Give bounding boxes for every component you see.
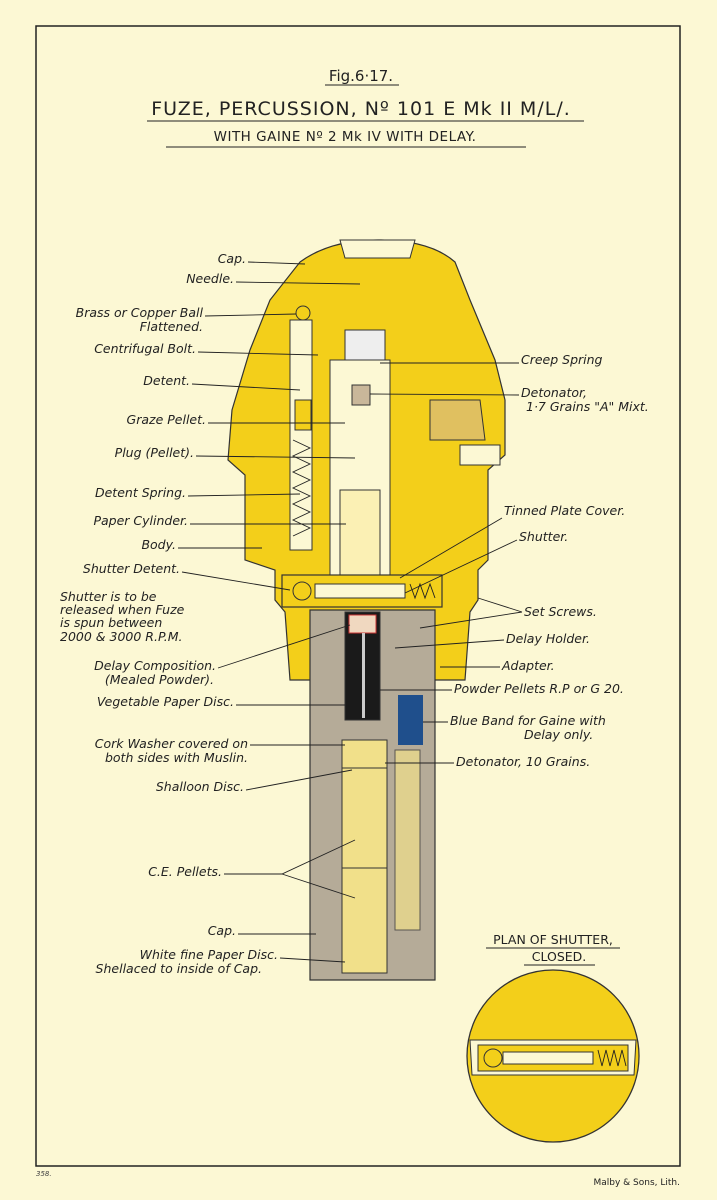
label-shutter: Shutter. (519, 529, 568, 544)
label-vegetable-paper-disc: Vegetable Paper Disc. (97, 694, 234, 709)
plate-border (35, 25, 681, 1167)
label-delay-only: Delay only. (524, 727, 593, 742)
label-flattened: Flattened. (140, 319, 203, 334)
printer-credit: Malby & Sons, Lith. (593, 1178, 680, 1188)
figure-subtitle: WITH GAINE Nº 2 Mk IV WITH DELAY. (214, 129, 477, 145)
label-shalloon-disc: Shalloon Disc. (156, 779, 244, 794)
label-cap-lower: Cap. (208, 923, 236, 938)
label-detonator-grains: 1·7 Grains "A" Mixt. (526, 399, 649, 414)
left-labels: Cap. Needle. Brass or Copper Ball Flatte… (60, 251, 361, 976)
label-brass-ball: Brass or Copper Ball (76, 305, 204, 320)
figure-title: FUZE, PERCUSSION, Nº 101 E Mk II M/L/. (151, 98, 571, 120)
label-paper-cylinder: Paper Cylinder. (93, 513, 188, 528)
label-shutter-detent: Shutter Detent. (83, 561, 180, 576)
label-shutter-note-4: 2000 & 3000 R.P.M. (60, 629, 183, 644)
label-needle: Needle. (186, 271, 234, 286)
label-white-paper-disc: White fine Paper Disc. (140, 947, 278, 962)
label-delay-holder: Delay Holder. (506, 631, 590, 646)
label-creep-spring: Creep Spring (521, 352, 603, 367)
label-powder-pellets: Powder Pellets R.P or G 20. (454, 681, 624, 696)
label-centrifugal-bolt: Centrifugal Bolt. (94, 341, 196, 356)
label-body: Body. (141, 537, 176, 552)
label-plug: Plug (Pellet). (115, 445, 194, 460)
blue-band (398, 695, 423, 745)
label-detent: Detent. (143, 373, 190, 388)
label-graze-pellet: Graze Pellet. (127, 412, 206, 427)
label-shutter-note-2: released when Fuze (60, 602, 185, 617)
label-ce-pellets: C.E. Pellets. (148, 864, 222, 879)
fuze-drawing (227, 239, 506, 981)
label-cap: Cap. (218, 251, 246, 266)
label-adapter: Adapter. (501, 658, 555, 673)
label-shutter-note-3: is spun between (60, 615, 162, 630)
label-shellaced: Shellaced to inside of Cap. (96, 961, 262, 976)
shutter-plan: PLAN OF SHUTTER, CLOSED. (466, 932, 640, 1143)
plate-number: 358. (36, 1170, 52, 1178)
label-mealed-powder: (Mealed Powder). (105, 672, 214, 687)
label-detonator-10-grains: Detonator, 10 Grains. (456, 754, 590, 769)
label-delay-composition: Delay Composition. (94, 658, 216, 673)
label-muslin: both sides with Muslin. (105, 750, 248, 765)
label-detonator: Detonator, (521, 385, 587, 400)
label-set-screws: Set Screws. (524, 604, 597, 619)
label-shutter-note-1: Shutter is to be (60, 589, 157, 604)
label-blue-band: Blue Band for Gaine with (450, 713, 606, 728)
figure-number: Fig.6·17. (329, 67, 393, 85)
right-labels: Creep Spring Detonator, 1·7 Grains "A" M… (369, 352, 649, 769)
label-cork-washer: Cork Washer covered on (95, 736, 248, 751)
shutter-plan-subtitle: CLOSED. (532, 949, 587, 964)
label-tinned-plate-cover: Tinned Plate Cover. (504, 503, 625, 518)
label-detent-spring: Detent Spring. (95, 485, 186, 500)
shutter-plan-title: PLAN OF SHUTTER, (493, 932, 613, 947)
